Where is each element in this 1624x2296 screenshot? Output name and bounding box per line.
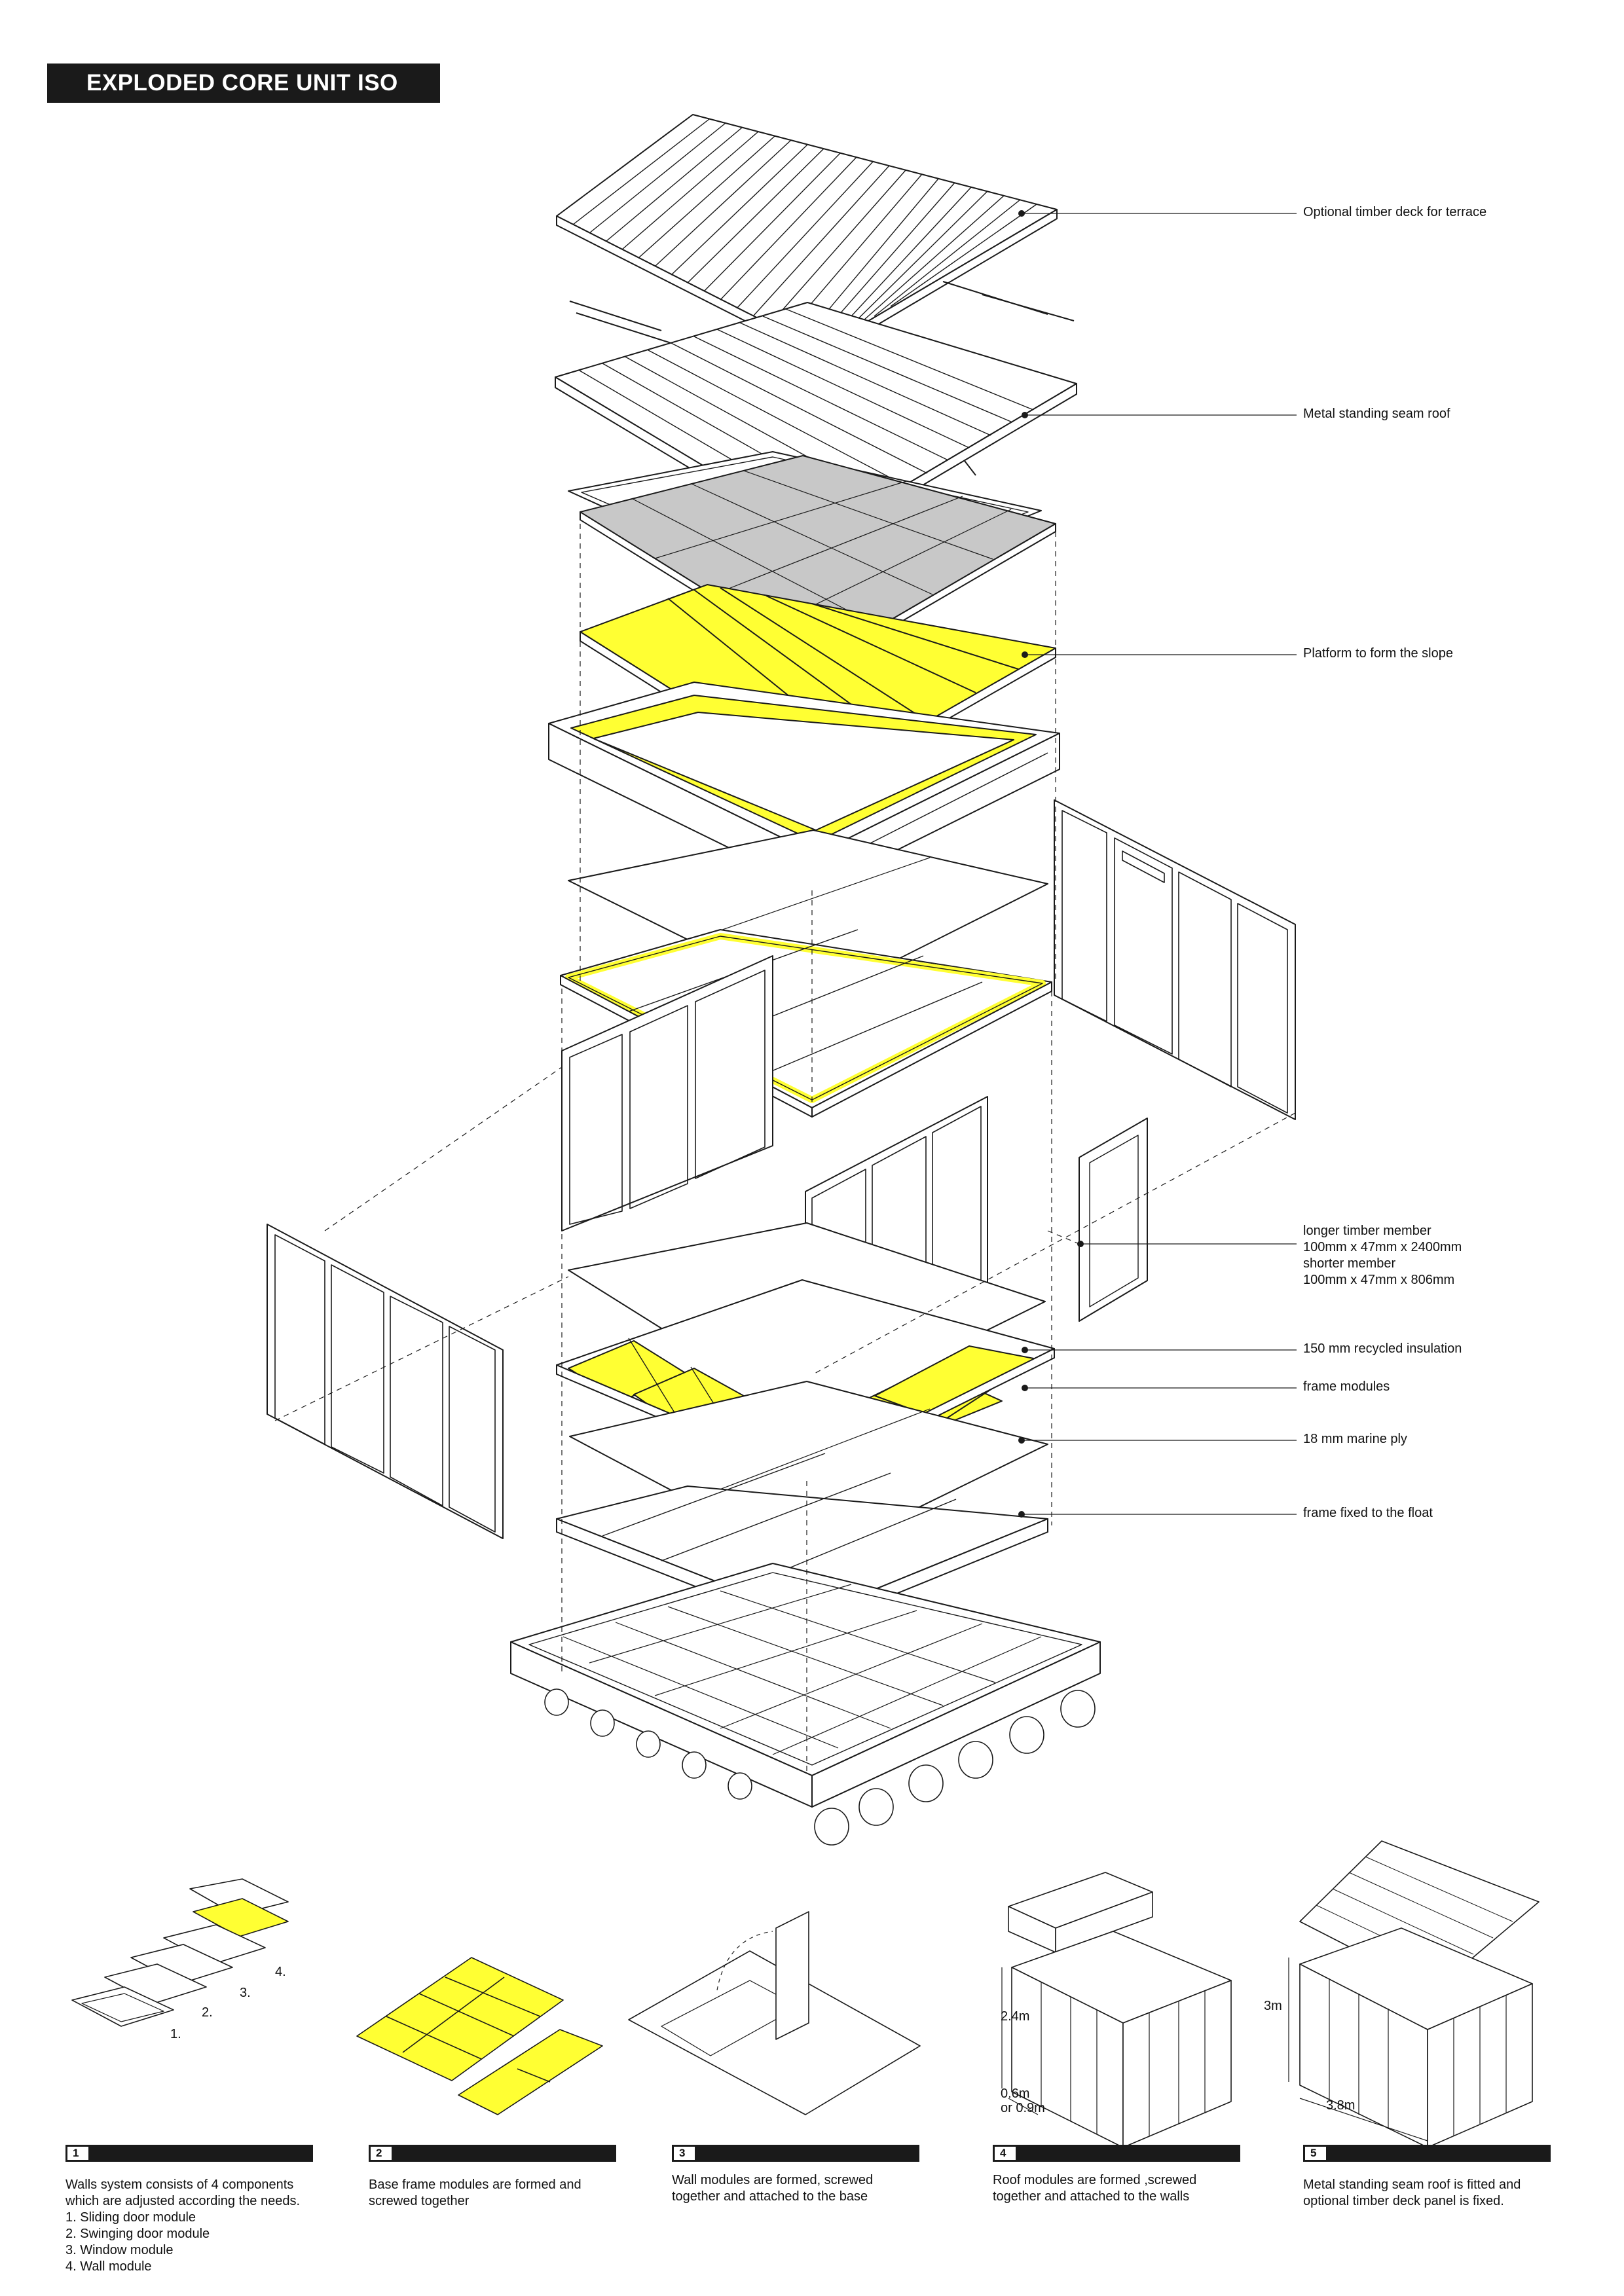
step-number-1: 1 [67,2147,88,2160]
step-number-4: 4 [995,2147,1016,2160]
step5-line: Metal standing seam roof is fitted and [1303,2178,1521,2192]
step1-line: Walls system consists of 4 components [65,2178,294,2192]
dim-module-width-2: or 0.9m [1001,2101,1045,2115]
dim-total-height: 3m [1264,1999,1282,2013]
swing-door-module [1079,1118,1148,1322]
step-desc-5: Metal standing seam roof is fitted and o… [1303,2177,1521,2210]
step1-line: 2. Swinging door module [65,2227,210,2241]
step4-line: Roof modules are formed ,screwed [993,2173,1197,2187]
step-bar-3: 3 [672,2145,919,2162]
step5-thumb [1288,1840,1540,2148]
step-desc-2: Base frame modules are formed and screwe… [369,2177,581,2210]
step1-line: 4. Wall module [65,2259,152,2274]
step1-label-4: 4. [275,1965,286,1979]
step-desc-3: Wall modules are formed, screwed togethe… [672,2172,873,2205]
label-frame-modules: frame modules [1303,1379,1390,1394]
callout-dots [1018,210,1084,1518]
step-bar-4: 4 [993,2145,1240,2162]
label-slope-platform: Platform to form the slope [1303,646,1453,661]
step2-thumb [356,1957,603,2115]
timber-line-4: 100mm x 47mm x 806mm [1303,1273,1455,1287]
float-base [510,1563,1101,1846]
step1-label-1: 1. [170,2027,181,2041]
step-bar-5: 5 [1303,2145,1551,2162]
step4-line: together and attached to the walls [993,2189,1190,2204]
step1-line: which are adjusted according the needs. [65,2194,301,2208]
left-upper-wall [561,955,773,1231]
dim-module-width-1: 0.6m [1001,2086,1030,2101]
label-timber-members: longer timber member 100mm x 47mm x 2400… [1303,1223,1462,1288]
timber-line-3: shorter member [1303,1256,1396,1271]
step2-line: Base frame modules are formed and [369,2178,581,2192]
construction-lines [274,524,1296,1774]
label-insulation: 150 mm recycled insulation [1303,1341,1462,1356]
step3-line: together and attached to the base [672,2189,868,2204]
step1-label-2: 2. [202,2005,213,2020]
left-long-wall [267,1224,504,1539]
page-title: EXPLODED CORE UNIT ISO [86,70,398,96]
label-marine-ply: 18 mm marine ply [1303,1432,1407,1446]
step1-line: 1. Sliding door module [65,2210,196,2225]
step1-thumb [71,1878,289,2027]
step3-line: Wall modules are formed, screwed [672,2173,874,2187]
label-timber-deck: Optional timber deck for terrace [1303,205,1487,219]
step-number-2: 2 [371,2147,392,2160]
step1-label-3: 3. [240,1986,251,2000]
timber-line-1: longer timber member [1303,1224,1431,1238]
pontoons [544,1688,1096,1846]
step-bar-2: 2 [369,2145,616,2162]
timber-line-2: 100mm x 47mm x 2400mm [1303,1240,1462,1254]
step5-line: optional timber deck panel is fixed. [1303,2194,1504,2208]
step2-line: screwed together [369,2194,470,2208]
deck-battens [569,281,1075,476]
title-bar: EXPLODED CORE UNIT ISO [47,64,440,103]
step-bar-1: 1 [65,2145,313,2162]
step-number-3: 3 [674,2147,695,2160]
step-desc-1: Walls system consists of 4 components wh… [65,2177,300,2275]
dim-total-width: 3.8m [1326,2098,1356,2113]
dim-wall-height: 2.4m [1001,2009,1030,2024]
step-desc-4: Roof modules are formed ,screwed togethe… [993,2172,1196,2205]
label-float-frame: frame fixed to the float [1303,1506,1433,1520]
callout-leaders [1022,213,1297,1515]
step1-line: 3. Window module [65,2243,174,2257]
right-wall-sliding-door [1054,799,1296,1120]
step-number-5: 5 [1305,2147,1326,2160]
label-metal-roof: Metal standing seam roof [1303,407,1450,421]
step3-thumb [628,1911,921,2115]
